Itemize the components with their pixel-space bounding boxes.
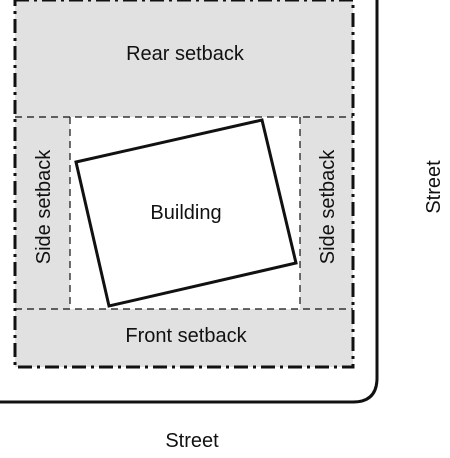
building-footprint	[74, 118, 298, 308]
lot-boundary	[13, 0, 355, 369]
front-setback-label: Front setback	[125, 325, 247, 347]
building-label: Building	[150, 202, 221, 224]
side-setback-left-label: Side setback	[33, 149, 55, 265]
side-setback-right-label: Side setback	[317, 149, 339, 265]
setback-lines	[15, 116, 353, 310]
street-right-label: Street	[423, 160, 445, 214]
street-bottom-label: Street	[165, 430, 219, 452]
rear-setback-label: Rear setback	[126, 43, 245, 65]
street-curb	[0, 0, 379, 404]
